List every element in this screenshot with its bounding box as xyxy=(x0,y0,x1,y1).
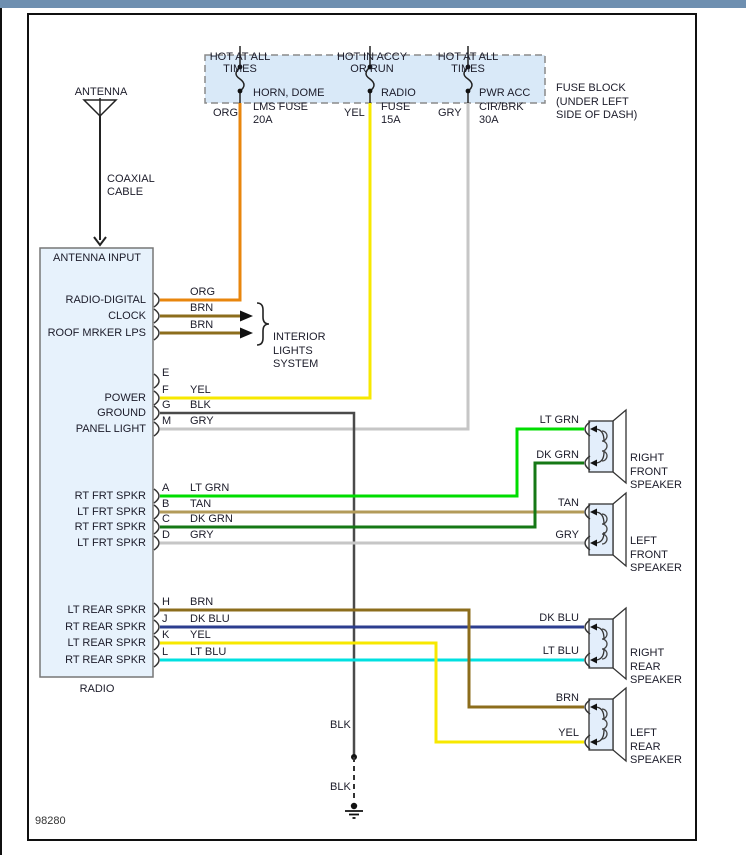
pin-letter: K xyxy=(162,629,170,641)
wire-dk-grn xyxy=(160,461,584,529)
pin-letter: G xyxy=(162,399,171,411)
wire-org xyxy=(160,103,242,302)
wire-yel-power xyxy=(160,103,372,400)
diagram-border xyxy=(27,13,697,841)
window-left-edge xyxy=(0,8,2,855)
ground-icon xyxy=(345,810,363,819)
wire-brn-rear xyxy=(160,608,584,709)
pin-label: PANEL LIGHT xyxy=(75,423,146,435)
pin-wire-label: GRY xyxy=(190,529,214,541)
arrow-down-icon xyxy=(93,236,107,247)
pin-label: RT FRT SPKR xyxy=(74,490,146,502)
terminal-wire-label: DK GRN xyxy=(536,449,579,461)
pin-label: ROOF MRKER LPS xyxy=(47,327,146,339)
pin-wire-label: TAN xyxy=(190,498,212,510)
pin-letter: A xyxy=(162,482,170,494)
pin-letter: F xyxy=(162,384,169,396)
radio-label: RADIO xyxy=(79,683,115,695)
pin-label: LT REAR SPKR xyxy=(67,637,146,649)
wire-label-gry: GRY xyxy=(438,107,462,119)
pin-wire-label: LT BLU xyxy=(190,646,227,658)
pin-wire-label: GRY xyxy=(190,415,214,427)
wire-label-org: ORG xyxy=(213,107,239,119)
window-top-bar xyxy=(0,0,746,8)
wire-lt-grn xyxy=(160,427,584,498)
pin-label: CLOCK xyxy=(108,310,146,322)
ground-wire-label-1: BLK xyxy=(330,719,351,731)
pin-wire-label: BRN xyxy=(190,319,214,331)
terminal-wire-label: YEL xyxy=(558,727,579,739)
pin-wire-label: YEL xyxy=(190,384,211,396)
pin-letter: H xyxy=(162,596,170,608)
coil-icon xyxy=(601,430,608,462)
arrow-right-icon xyxy=(240,327,253,339)
wire-yel-rear xyxy=(160,641,584,744)
interior-lights-wires xyxy=(160,302,270,346)
terminal-wire-label: DK BLU xyxy=(539,612,579,624)
pin-label: LT FRT SPKR xyxy=(77,537,146,549)
wire-label-yel: YEL xyxy=(344,107,365,119)
pin-wire-label: YEL xyxy=(190,629,211,641)
pin-letter: M xyxy=(162,415,172,427)
radio-pin-connectors xyxy=(153,292,160,668)
ground-wire-label-2: BLK xyxy=(330,781,351,793)
terminal-wire-label: LT BLU xyxy=(542,645,579,657)
pin-label: RT FRT SPKR xyxy=(74,521,146,533)
brace-icon xyxy=(256,302,270,346)
wire-gry-panel xyxy=(160,103,470,431)
pin-letter: E xyxy=(162,367,170,379)
pin-label: RADIO-DIGITAL xyxy=(65,294,146,306)
right-front-speaker-symbol xyxy=(584,408,627,485)
terminal-wire-label: BRN xyxy=(555,692,579,704)
pin-wire-label: BRN xyxy=(190,596,214,608)
antenna-symbol xyxy=(82,98,118,247)
pin-letter: B xyxy=(162,498,170,510)
coil-icon xyxy=(601,628,608,660)
antenna-input-label: ANTENNA INPUT xyxy=(52,252,142,264)
arrow-right-icon xyxy=(240,310,253,322)
pin-label: RT REAR SPKR xyxy=(65,621,146,633)
fuse-block-symbol xyxy=(204,46,546,104)
coil-icon xyxy=(601,513,608,545)
coil-icon xyxy=(601,708,608,740)
pin-label: GROUND xyxy=(97,407,146,419)
document-number: 98280 xyxy=(35,815,66,827)
pin-label: POWER xyxy=(104,392,146,404)
pin-letter: C xyxy=(162,513,170,525)
antenna-label: ANTENNA xyxy=(74,86,128,98)
pin-wire-label: DK BLU xyxy=(190,613,230,625)
pin-wire-label: DK GRN xyxy=(190,513,233,525)
pin-wire-label: LT GRN xyxy=(190,482,230,494)
right-rear-speaker-symbol xyxy=(584,606,627,681)
radio-box xyxy=(39,247,154,678)
pin-wire-label: BRN xyxy=(190,302,214,314)
left-front-speaker-symbol xyxy=(584,491,627,568)
left-rear-speaker-symbol xyxy=(584,686,627,763)
terminal-wire-label: LT GRN xyxy=(539,414,579,426)
pin-letter: D xyxy=(162,529,170,541)
pin-letter: J xyxy=(162,613,168,625)
terminal-wire-label: GRY xyxy=(555,529,579,541)
pin-label: LT REAR SPKR xyxy=(67,604,146,616)
pin-wire-label: ORG xyxy=(190,286,216,298)
pin-label: LT FRT SPKR xyxy=(77,506,146,518)
pin-label: RT REAR SPKR xyxy=(65,654,146,666)
pin-wire-label: BLK xyxy=(190,399,211,411)
pin-letter: L xyxy=(162,646,169,658)
terminal-wire-label: TAN xyxy=(557,497,579,509)
